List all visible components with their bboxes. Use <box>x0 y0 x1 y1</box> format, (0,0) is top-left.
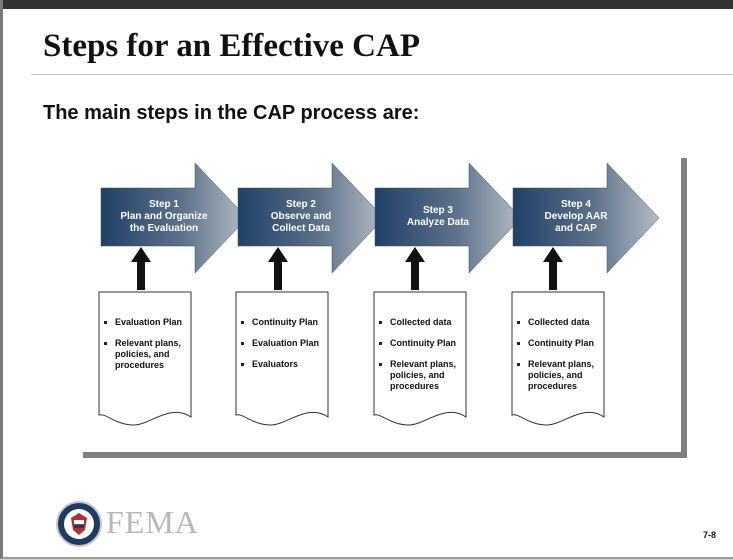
up-arrow-icon <box>131 247 151 290</box>
document-list-item: Evaluation Plan <box>101 317 196 328</box>
step-4-label-line: Develop AAR <box>544 211 608 222</box>
step-2-label-line: Step 2 <box>285 199 316 210</box>
up-arrow-icon <box>405 247 425 290</box>
document-3-shape <box>373 291 467 426</box>
document-list-item: Collected data <box>376 317 471 328</box>
document-list-item: Continuity Plan <box>514 338 609 349</box>
slide-subtitle: The main steps in the CAP process are: <box>43 102 420 124</box>
document-list-item: Continuity Plan <box>376 338 471 349</box>
document-list-item: Relevant plans, policies, and procedures <box>376 359 471 392</box>
step-1-label-line: the Evaluation <box>129 223 199 234</box>
document-list-item: Relevant plans, policies, and procedures <box>514 359 609 392</box>
document-2-shape <box>235 291 329 426</box>
step-3-arrow <box>374 162 522 274</box>
document-4-shape <box>511 291 605 426</box>
step-4-arrow <box>512 162 660 274</box>
up-arrow-icon <box>543 247 563 290</box>
page-number: 7-8 <box>703 530 717 540</box>
slide-title: Steps for an Effective CAP <box>43 28 420 64</box>
step-1-arrow <box>100 162 248 274</box>
step-2-label-line: Collect Data <box>272 223 330 234</box>
up-arrow-icon <box>268 247 288 290</box>
document-list-item: Collected data <box>514 317 609 328</box>
document-list-item: Evaluation Plan <box>238 338 333 349</box>
process-diagram <box>98 162 660 426</box>
step-4-label-line: Step 4 <box>560 199 591 210</box>
step-1-label-line: Plan and Organize <box>120 211 208 222</box>
fema-logo-text: FEMA <box>106 504 199 540</box>
dhs-seal-icon <box>56 501 102 547</box>
step-3-label-line: Analyze Data <box>406 217 470 228</box>
step-1-label-line: Step 1 <box>148 199 179 210</box>
step-3-label-line: Step 3 <box>422 205 453 216</box>
title-divider <box>31 74 733 75</box>
step-4-label-line: and CAP <box>555 223 597 234</box>
document-list-item: Evaluators <box>238 359 333 370</box>
step-2-arrow <box>237 162 385 274</box>
top-bar <box>3 0 733 9</box>
document-list-item: Relevant plans, policies, and procedures <box>101 338 196 371</box>
step-2-label-line: Observe and <box>270 211 332 222</box>
document-1-shape <box>98 291 192 426</box>
document-list-item: Continuity Plan <box>238 317 333 328</box>
